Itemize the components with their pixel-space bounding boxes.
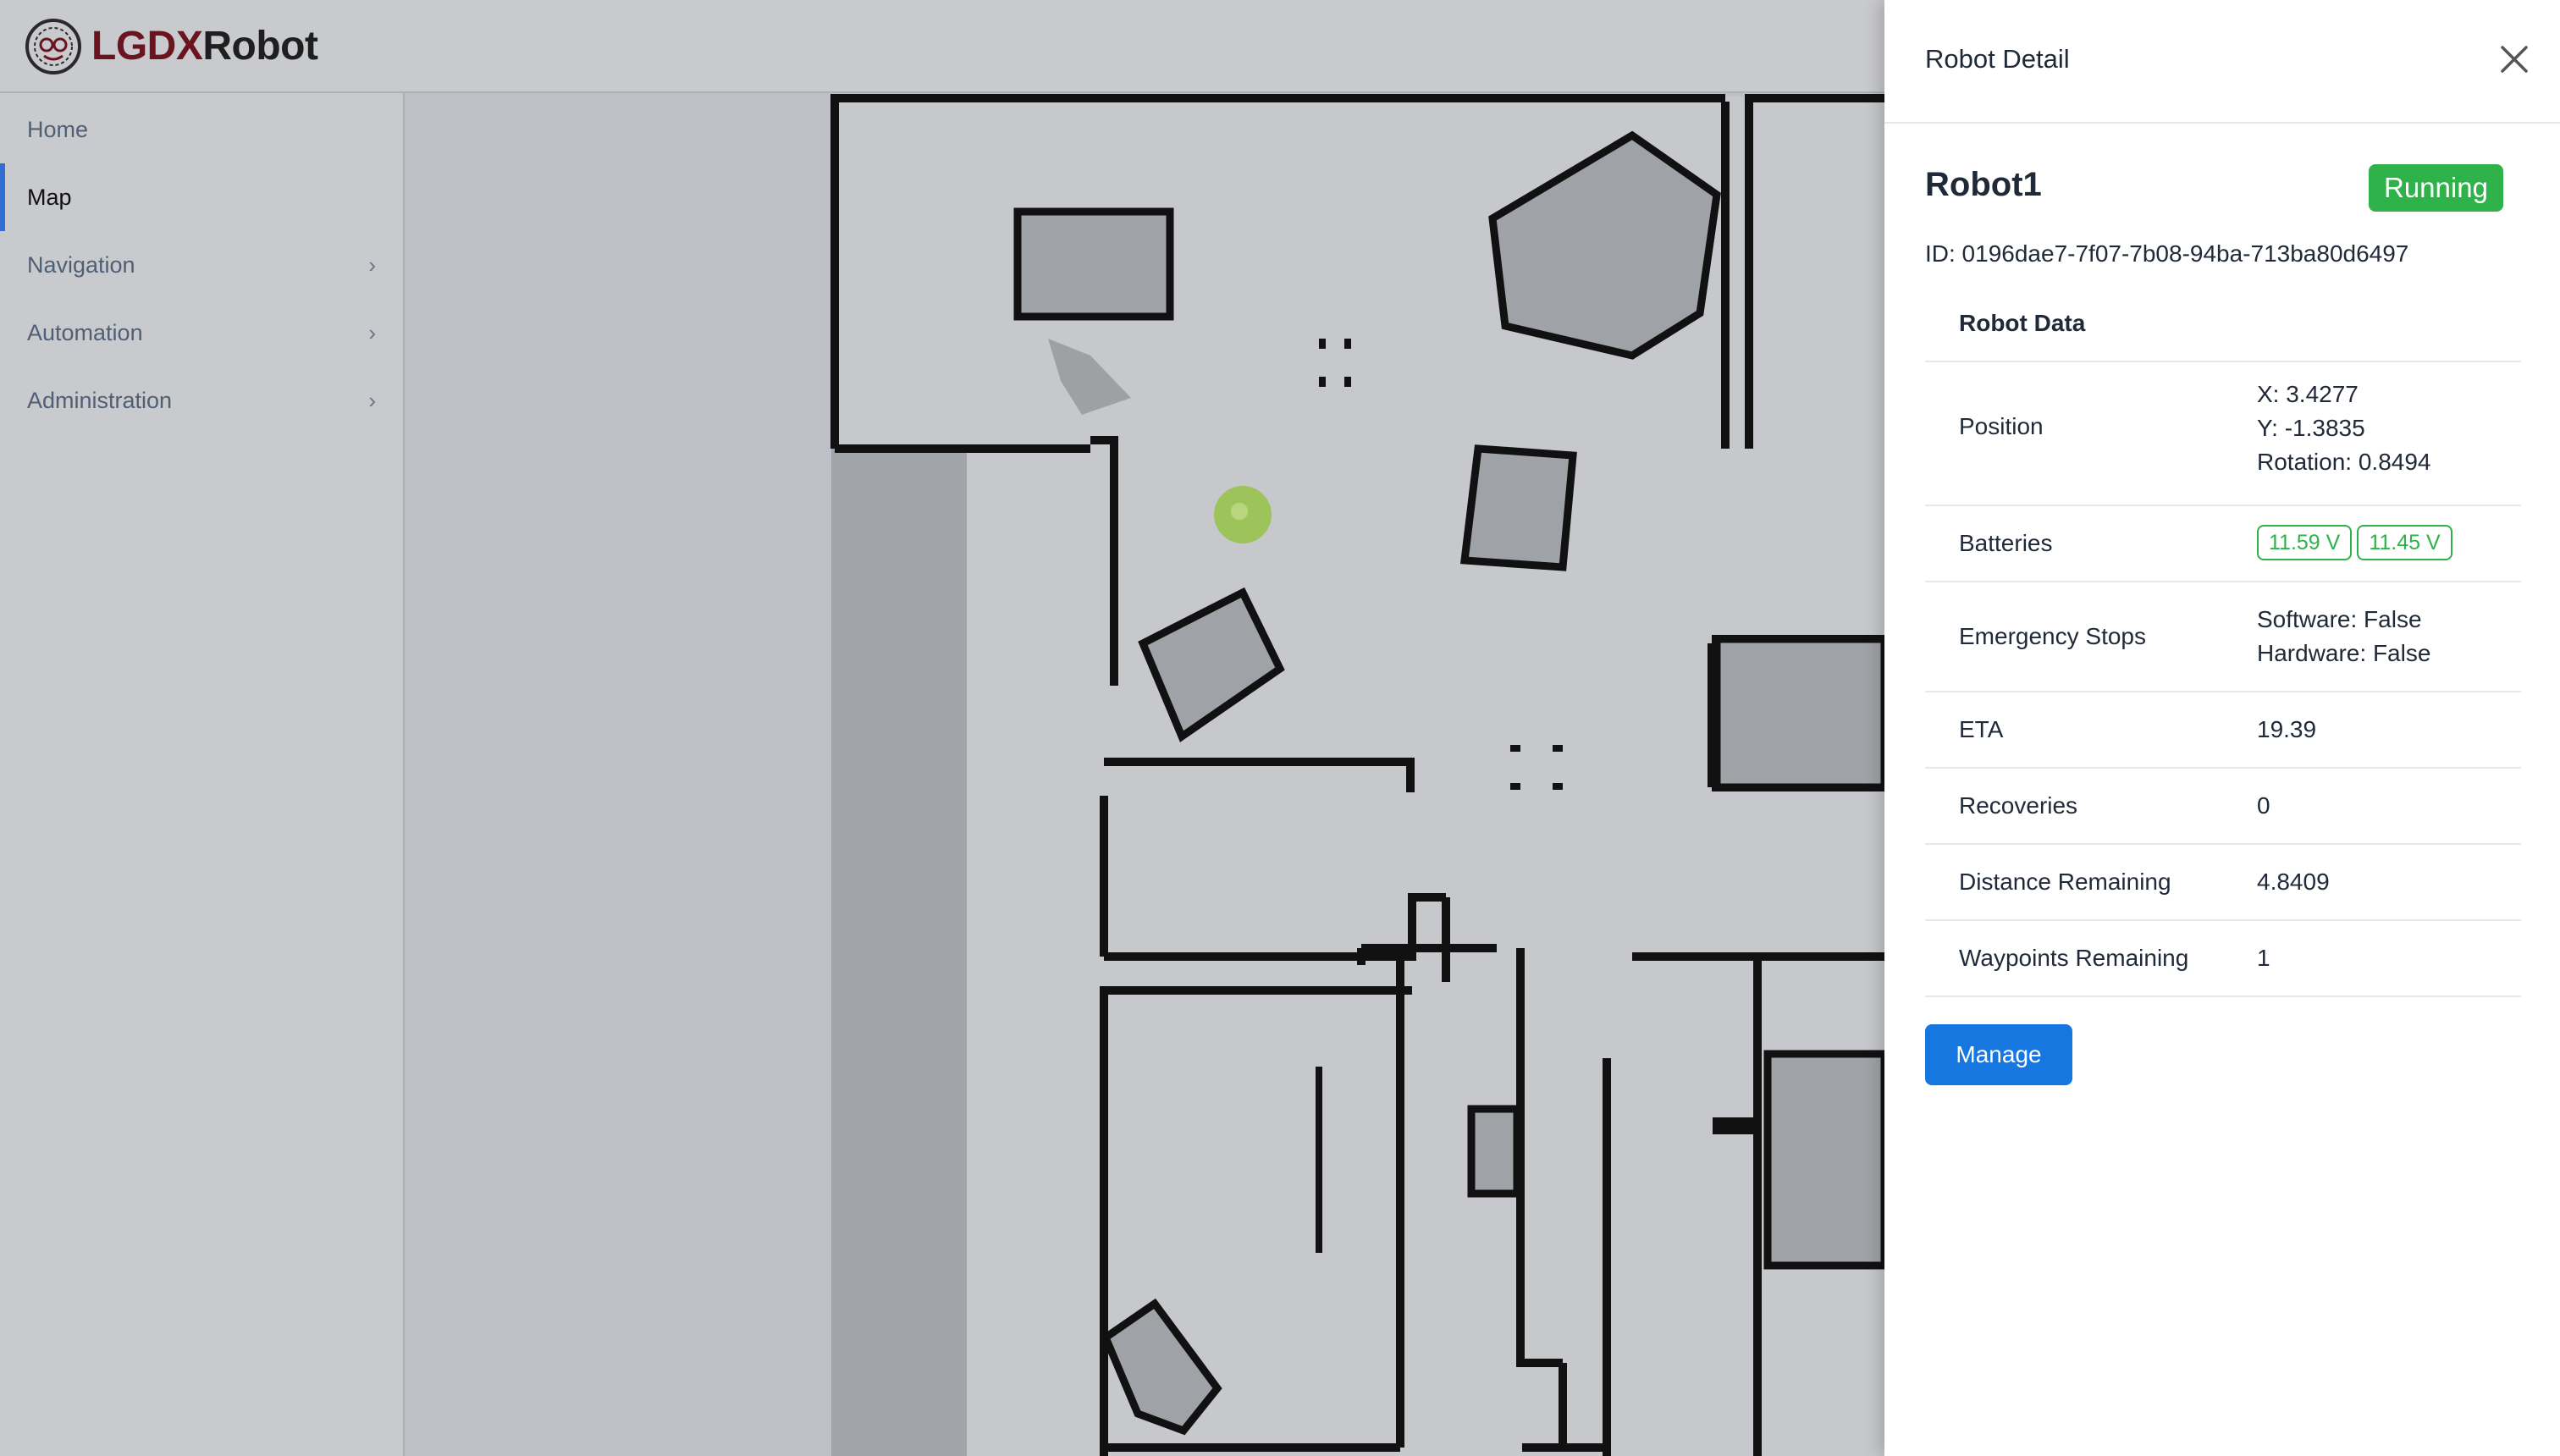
table-header-row: Robot Data [1925, 286, 2521, 362]
logo-prefix: LGDX [91, 24, 203, 69]
waypoints-remaining-value: 1 [2257, 945, 2270, 971]
robot-id: ID: 0196dae7-7f07-7b08-94ba-713ba80d6497 [1925, 240, 2409, 267]
status-badge: Running [2369, 164, 2503, 212]
position-value: X: 3.4277 Y: -1.3835 Rotation: 0.8494 [2257, 378, 2431, 479]
distance-remaining-value: 4.8409 [2257, 869, 2330, 895]
sidebar-item-navigation[interactable]: Navigation › [0, 231, 403, 299]
robot-marker-center [1231, 503, 1248, 520]
chevron-right-icon: › [368, 388, 376, 413]
robot-name: Robot1 [1925, 166, 2042, 203]
robot-data-table: Robot Data Position X: 3.4277 Y: -1.3835… [1925, 286, 2521, 997]
sidebar-item-home[interactable]: Home [0, 96, 403, 163]
table-row-recoveries: Recoveries 0 [1925, 769, 2521, 845]
sidebar-item-automation[interactable]: Automation › [0, 299, 403, 367]
row-label: Waypoints Remaining [1959, 945, 2189, 971]
sidebar-item-label: Navigation [27, 252, 135, 278]
table-row-waypoints-remaining: Waypoints Remaining 1 [1925, 921, 2521, 997]
row-label: Distance Remaining [1959, 869, 2171, 895]
emergency-stops-value: Software: False Hardware: False [2257, 603, 2430, 670]
logo-suffix: Robot [202, 24, 318, 69]
battery-chip: 11.59 V [2257, 525, 2353, 560]
sidebar-item-label: Map [27, 185, 72, 210]
drawer-header: Robot Detail [1884, 0, 2560, 124]
table-row-eta: ETA 19.39 [1925, 692, 2521, 769]
table-row-distance-remaining: Distance Remaining 4.8409 [1925, 845, 2521, 921]
row-label: ETA [1959, 716, 2004, 742]
sidebar: Home Map Navigation › Automation › Admin… [0, 93, 405, 1456]
position-rotation: Rotation: 0.8494 [2257, 449, 2431, 475]
logo-icon [25, 19, 81, 74]
map-canvas[interactable] [405, 93, 1884, 1456]
sidebar-item-map[interactable]: Map [0, 163, 403, 231]
table-row-emergency-stops: Emergency Stops Software: False Hardware… [1925, 582, 2521, 692]
chevron-right-icon: › [368, 320, 376, 345]
recoveries-value: 0 [2257, 792, 2270, 819]
eta-value: 19.39 [2257, 716, 2317, 742]
sidebar-item-label: Automation [27, 320, 143, 345]
robot-marker[interactable] [1214, 486, 1272, 543]
map-noise-marks [1316, 339, 1755, 1253]
battery-chip: 11.45 V [2357, 525, 2452, 560]
top-header: LGDXRobot [0, 0, 1884, 93]
map-obstacles [1013, 130, 1884, 1436]
drawer-title: Robot Detail [1925, 44, 2070, 74]
map-walls [830, 94, 1884, 1456]
sidebar-item-label: Home [27, 117, 89, 142]
manage-button[interactable]: Manage [1925, 1024, 2072, 1085]
sidebar-item-label: Administration [27, 388, 173, 413]
hardware-estop: Hardware: False [2257, 640, 2431, 666]
app-logo-text[interactable]: LGDXRobot [91, 22, 318, 71]
occupancy-map [830, 94, 1884, 1456]
row-label: Batteries [1959, 530, 2053, 556]
chevron-right-icon: › [368, 252, 376, 278]
table-row-position: Position X: 3.4277 Y: -1.3835 Rotation: … [1925, 362, 2521, 506]
close-icon[interactable] [2494, 39, 2535, 80]
robot-detail-drawer: Robot Detail Robot1 Running ID: 0196dae7… [1884, 0, 2560, 1456]
software-estop: Software: False [2257, 606, 2422, 632]
map-scan-smear [1048, 339, 1131, 415]
map-unknown-region [831, 449, 967, 1456]
position-y: Y: -1.3835 [2257, 415, 2365, 441]
position-x: X: 3.4277 [2257, 381, 2359, 407]
row-label: Emergency Stops [1959, 623, 2146, 649]
row-label: Position [1959, 413, 2044, 439]
sidebar-item-administration[interactable]: Administration › [0, 367, 403, 434]
table-header: Robot Data [1959, 310, 2086, 336]
row-label: Recoveries [1959, 792, 2078, 819]
